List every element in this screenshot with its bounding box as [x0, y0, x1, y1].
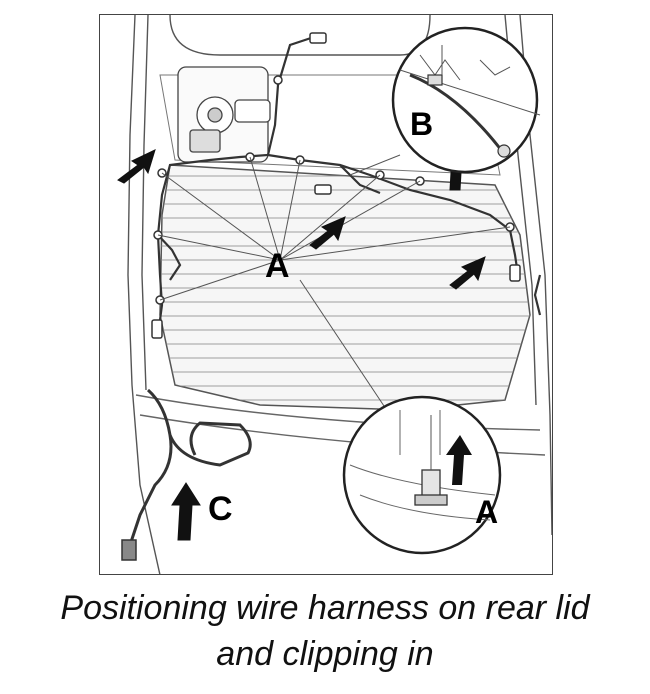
harness-clips — [151, 32, 521, 339]
figure-caption: Positioning wire harness on rear lid and… — [0, 585, 650, 677]
rear-lid-diagram: A B A — [99, 14, 553, 575]
callout-b: B — [410, 106, 433, 142]
caption-line-1: Positioning wire harness on rear lid — [60, 589, 590, 627]
connector-cable — [121, 388, 252, 561]
detail-b-leader — [349, 154, 401, 176]
callout-a-main: A — [265, 247, 290, 285]
detail-view-b — [391, 26, 541, 174]
callout-a-detail: A — [475, 494, 498, 530]
callout-a-leaders — [157, 156, 511, 416]
callout-c: C — [208, 490, 233, 528]
caption-line-2: and clipping in — [216, 635, 434, 673]
rear-window-glass — [159, 164, 531, 411]
wire-harness — [156, 33, 542, 336]
rear-lid-drawing: A B A — [117, 15, 552, 574]
detail-view-a — [342, 395, 502, 555]
wiper-motor — [177, 66, 271, 163]
